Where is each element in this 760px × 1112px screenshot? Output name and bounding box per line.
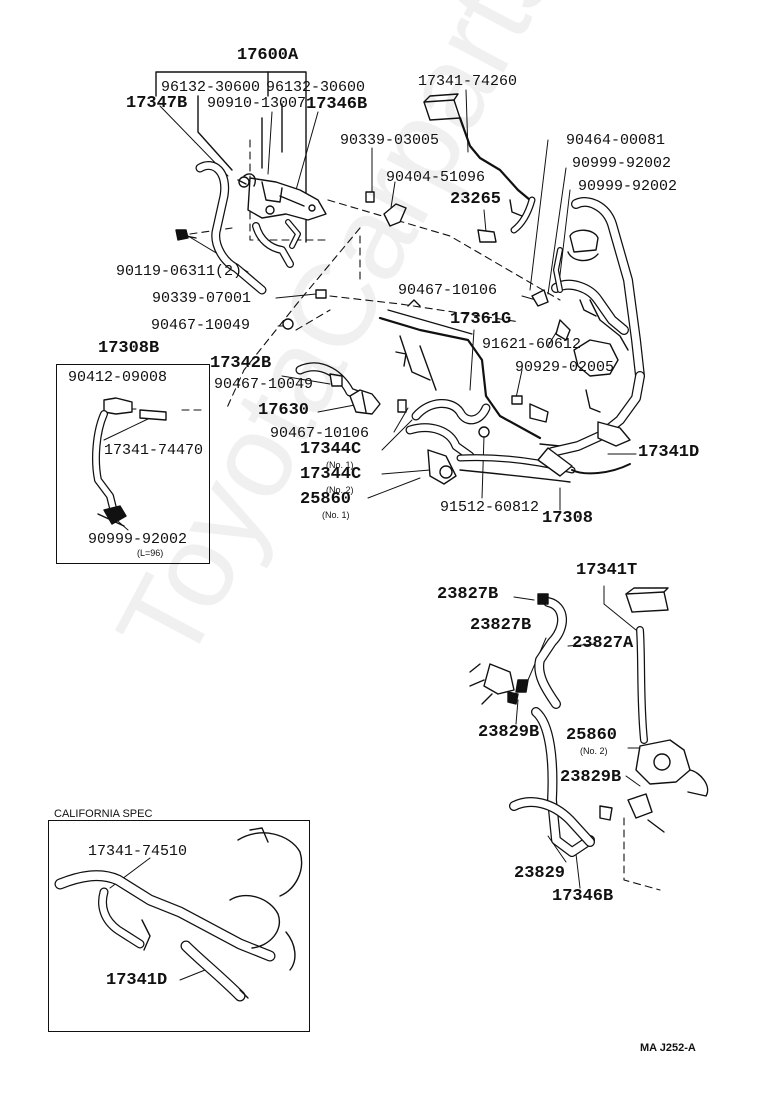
label-90404-51096: 90404-51096 xyxy=(386,169,486,186)
right-pipes xyxy=(531,197,645,477)
label-90412-09008: 90412-09008 xyxy=(68,369,168,386)
label-90467-10049-a: 90467-10049 xyxy=(151,317,251,334)
label-25860-no1: 25860 xyxy=(300,490,352,509)
dashed-reference-lines xyxy=(181,139,661,891)
label-17346B-bottom: 17346B xyxy=(552,887,614,906)
label-17344C-no2-note: (No. 2) xyxy=(326,485,354,495)
label-90467-10049-b: 90467-10049 xyxy=(214,376,314,393)
label-90467-10106-a: 90467-10106 xyxy=(398,282,498,299)
lower-right-assembly xyxy=(599,587,709,833)
label-17341-74260: 17341-74260 xyxy=(418,73,518,90)
screw-90119 xyxy=(175,229,197,241)
label-17341T: 17341T xyxy=(576,561,638,580)
label-23827A: 23827A xyxy=(572,634,634,653)
label-23829: 23829 xyxy=(514,864,566,883)
label-25860-no2: 25860 xyxy=(566,726,618,745)
box-17308B-contents xyxy=(92,397,167,527)
label-17341-74470: 17341-74470 xyxy=(104,442,204,459)
label-17341-74510: 17341-74510 xyxy=(88,843,188,860)
label-90999-92002-b: 90999-92002 xyxy=(578,178,678,195)
label-17361G: 17361G xyxy=(450,310,512,329)
label-90999-92002-a: 90999-92002 xyxy=(572,155,672,172)
small-fittings xyxy=(282,191,523,413)
california-spec-hoses xyxy=(54,827,303,1002)
label-23265: 23265 xyxy=(450,190,502,209)
label-90929-02005: 90929-02005 xyxy=(515,359,615,376)
label-90339-07001: 90339-07001 xyxy=(152,290,252,307)
label-17342B: 17342B xyxy=(210,354,272,373)
label-17344C-no2: 17344C xyxy=(300,465,362,484)
kit-box-17308B xyxy=(56,364,210,564)
label-96132-30600-right: 96132-30600 xyxy=(266,79,366,96)
label-25860-no1-note: (No. 1) xyxy=(322,510,350,520)
label-17344C-no1: 17344C xyxy=(300,440,362,459)
label-90467-10106-b: 90467-10106 xyxy=(270,425,370,442)
label-17341D-california: 17341D xyxy=(106,971,168,990)
label-17308B: 17308B xyxy=(98,339,160,358)
label-90464-00081: 90464-00081 xyxy=(566,132,666,149)
california-spec-box xyxy=(48,820,310,1032)
label-17630: 17630 xyxy=(258,401,310,420)
label-91621-60612: 91621-60612 xyxy=(482,336,582,353)
label-90119-06311: 90119-06311(2) xyxy=(116,263,243,280)
label-25860-no2-note: (No. 2) xyxy=(580,746,608,756)
label-17600A: 17600A xyxy=(237,46,299,65)
hose-bundle xyxy=(295,309,576,485)
label-17341D: 17341D xyxy=(638,443,700,462)
label-17346B-top: 17346B xyxy=(306,95,368,114)
label-17347B: 17347B xyxy=(126,94,188,113)
label-17344C-no1-note: (No. 1) xyxy=(326,460,354,470)
label-90910-13007: 90910-13007 xyxy=(207,95,307,112)
label-90339-03005: 90339-03005 xyxy=(340,132,440,149)
label-90999-92002-c: 90999-92002 xyxy=(88,531,188,548)
california-spec-caption: CALIFORNIA SPEC xyxy=(54,808,153,820)
group-17600A-bracket xyxy=(155,71,307,243)
label-23829B-b: 23829B xyxy=(560,768,622,787)
label-91512-60812: 91512-60812 xyxy=(440,499,540,516)
label-23827B-a: 23827B xyxy=(437,585,499,604)
label-17308: 17308 xyxy=(542,509,594,528)
sensor-17341-74260 xyxy=(423,93,536,234)
label-23829B-a: 23829B xyxy=(478,723,540,742)
vsv-assembly-17600A xyxy=(195,161,327,295)
label-90999-92002-c-note: (L=96) xyxy=(137,548,164,558)
diagram-code: MA J252-A xyxy=(640,1042,696,1054)
label-96132-30600-left: 96132-30600 xyxy=(161,79,261,96)
label-23827B-b: 23827B xyxy=(470,616,532,635)
hoses-23827-23829 xyxy=(469,593,595,857)
